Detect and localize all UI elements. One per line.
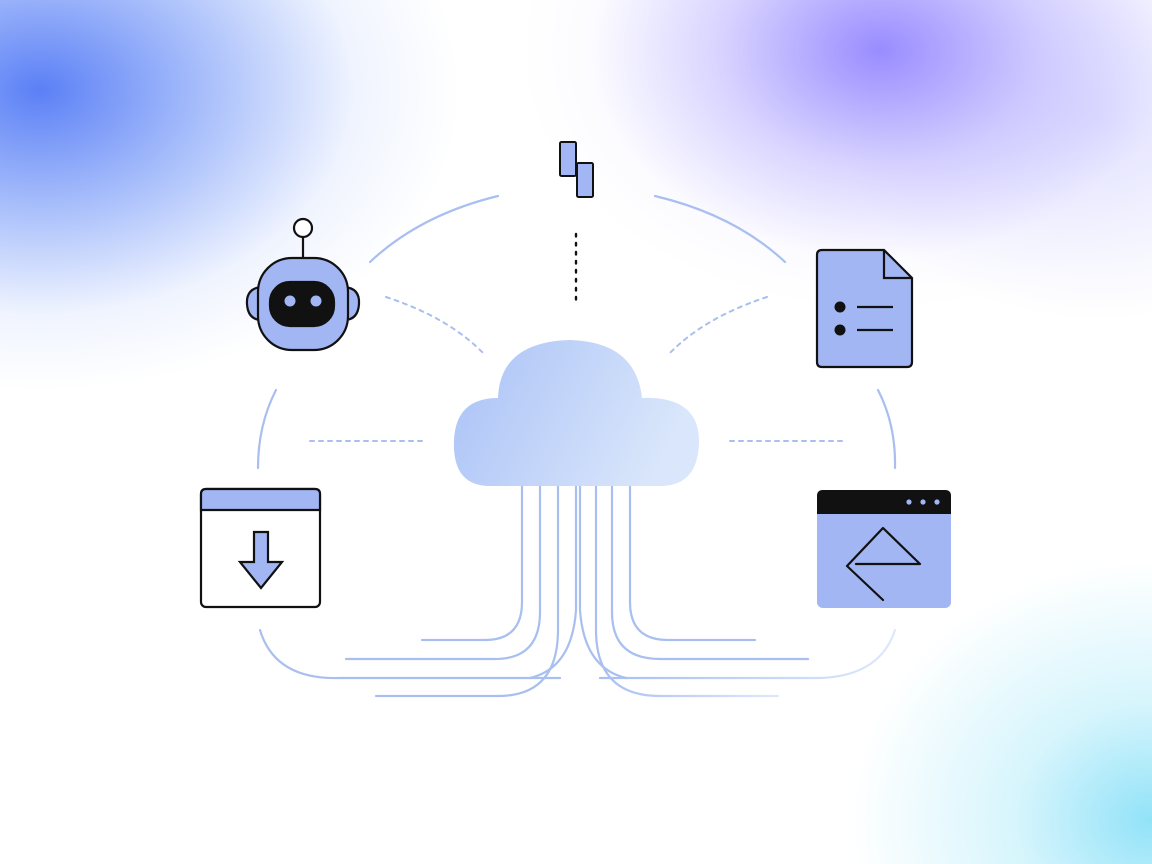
arc-right (876, 388, 897, 470)
inner-dashed-links (309, 296, 846, 442)
robot-icon (245, 217, 361, 352)
arc-bottom-right (598, 628, 897, 680)
cloud-icon (453, 340, 699, 486)
cloud-root-lines (344, 484, 810, 698)
root-right-2 (610, 484, 810, 661)
connector-blocks-icon (559, 141, 594, 198)
outer-connection-arcs (256, 194, 897, 680)
root-center-left (528, 484, 578, 680)
arc-left (256, 388, 278, 470)
root-left-2 (344, 484, 542, 661)
arc-top-right (653, 194, 787, 264)
arc-bottom-left (258, 628, 562, 680)
browser-window-icon (817, 490, 951, 608)
arc-top-left (368, 194, 500, 264)
root-left-1 (420, 484, 524, 642)
root-left-3 (374, 484, 560, 698)
root-right-3 (594, 484, 780, 698)
dash-top-left (385, 296, 486, 356)
dash-top-right (667, 296, 768, 356)
document-list-icon (815, 248, 914, 369)
download-window-icon (199, 487, 322, 609)
root-right-1 (628, 484, 757, 642)
root-center-right (578, 484, 628, 680)
